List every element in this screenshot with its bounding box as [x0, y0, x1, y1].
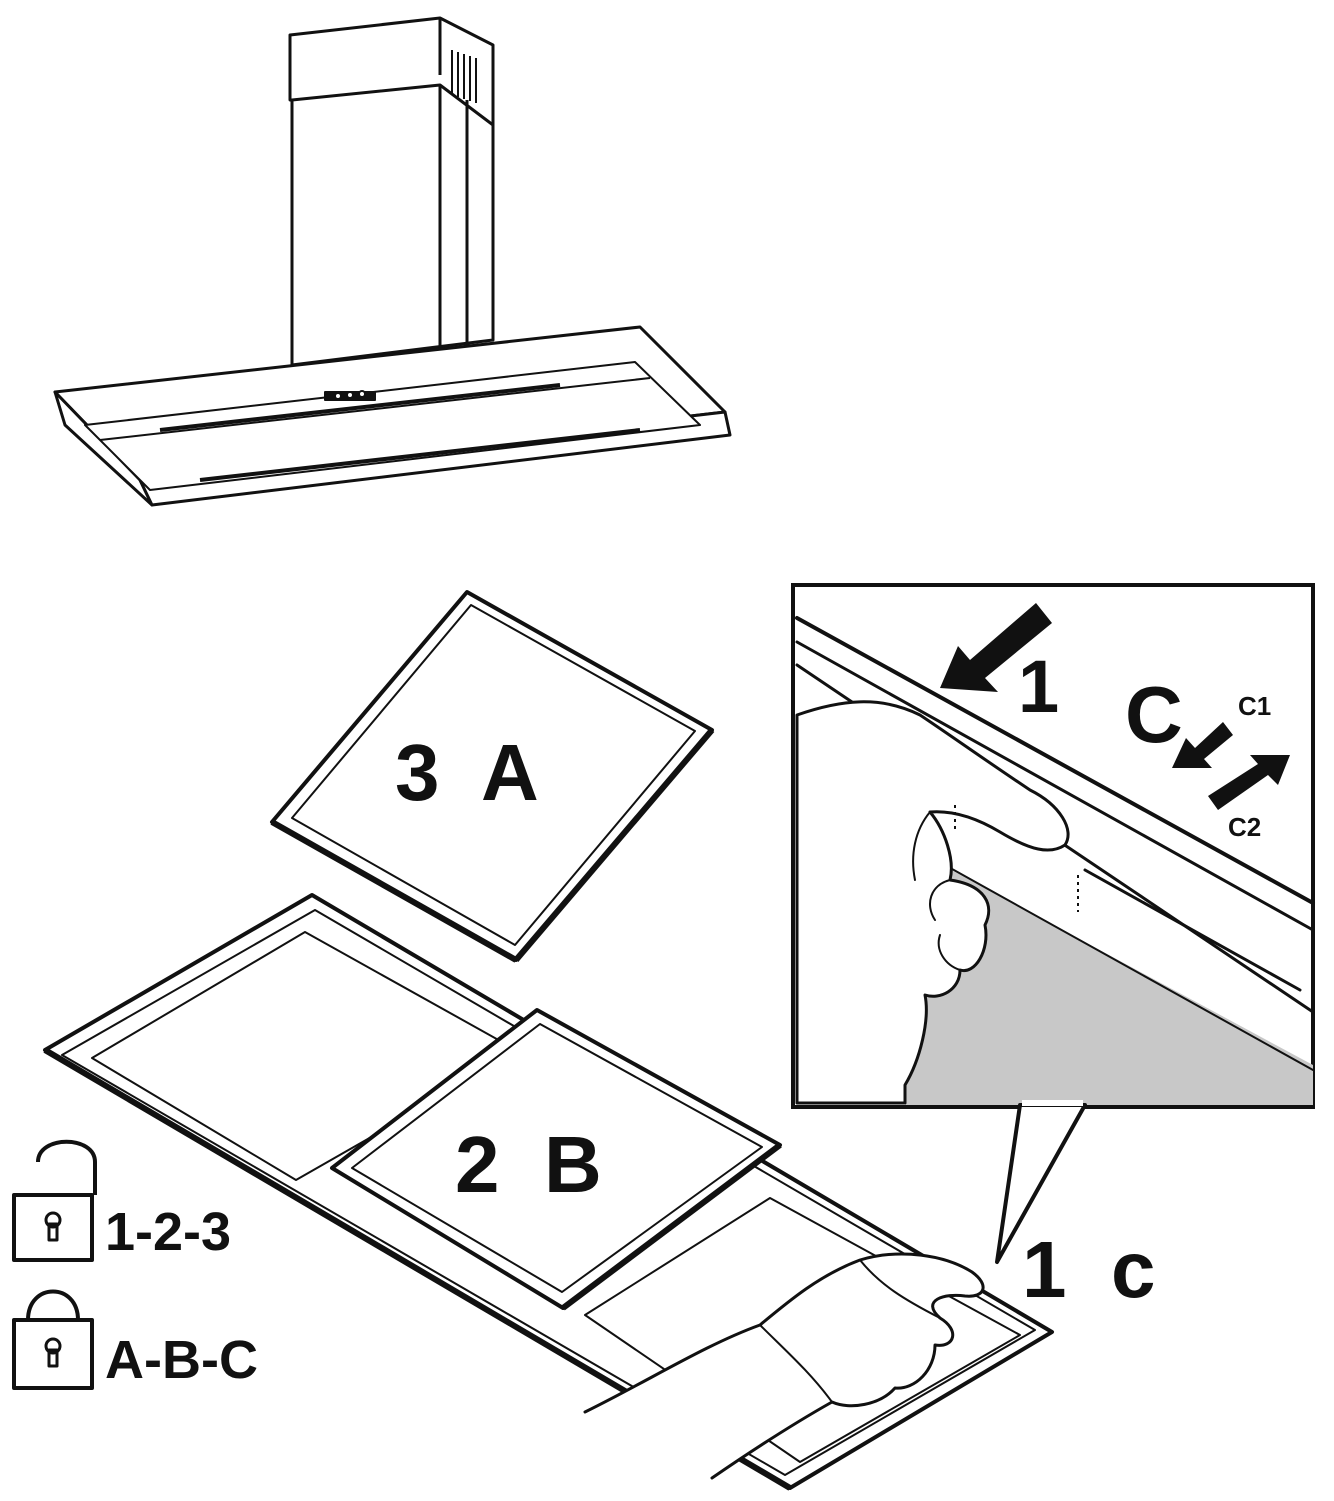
detail-c1: C1	[1238, 691, 1271, 721]
detail-hand	[795, 700, 1070, 1105]
c1-arrow-icon	[1172, 722, 1233, 768]
detail-step-1: 1	[1018, 645, 1059, 728]
legend-lock-sequence: A-B-C	[105, 1330, 258, 1390]
label-2b: 2 B	[455, 1120, 602, 1209]
legend-unlock-sequence: 1-2-3	[105, 1202, 231, 1262]
hood-underside	[84, 361, 701, 491]
control-panel	[324, 390, 376, 401]
range-hood-illustration	[53, 16, 732, 507]
push-arrow-icon	[940, 603, 1052, 692]
detail-direction-c: C	[1125, 670, 1183, 759]
padlock-open-icon	[12, 1139, 97, 1262]
hand-illustration	[583, 1252, 985, 1480]
label-3a: 3 A	[395, 728, 539, 817]
detail-callout	[791, 583, 1315, 1264]
padlock-closed-icon	[12, 1289, 94, 1390]
detail-c2: C2	[1228, 812, 1261, 842]
detail-filter-surface	[905, 845, 1313, 1105]
vent-grille	[451, 50, 477, 103]
filter-panel-a	[270, 590, 715, 963]
c2-arrow-icon	[1208, 755, 1290, 810]
filter-panel-b	[330, 1008, 782, 1311]
label-1c: 1 c	[1022, 1225, 1155, 1314]
chimney-lower	[290, 83, 495, 367]
